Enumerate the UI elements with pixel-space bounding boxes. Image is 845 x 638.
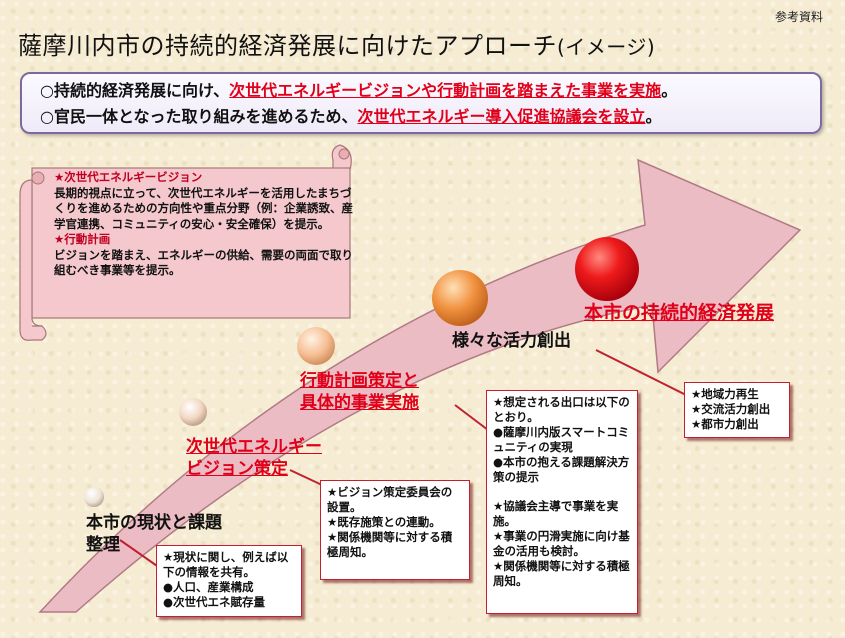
page-title-main: 薩摩川内市の持続的経済発展に向けたアプローチ [18, 32, 557, 60]
summary-box: ○持続的経済発展に向け、次世代エネルギービジョンや行動計画を踏まえた事業を実施。… [20, 72, 822, 134]
pointer-outcome [595, 349, 687, 396]
vision-note: ★ビジョン策定委員会の設置。 ★既存施策との連動。 ★関係機関等に対する積極周知… [320, 480, 470, 580]
vision-note-line-2: ★既存施策との連動。 [327, 515, 441, 529]
stage-3-line-1: 行動計画策定と [300, 371, 419, 391]
outcome-note-line-2: ★交流活力創出 [691, 402, 771, 416]
summary-line-1-highlight: 次世代エネルギービジョンや行動計画を踏まえた事業を実施 [229, 81, 662, 100]
action-note-line-4: ★協議会主導で事業を実施。 [493, 499, 619, 528]
action-note-line-3: ●本市の抱える課題解決方策の提示 [493, 455, 630, 484]
stage-4-sphere [432, 270, 488, 326]
outcome-note-line-1: ★地域力再生 [691, 387, 759, 401]
vision-note-line-1: ★ビジョン策定委員会の設置。 [327, 485, 453, 514]
vision-description: 長期的視点に立って、次世代エネルギーを活用したまちづくりを進めるための方向性や重… [54, 185, 353, 231]
outcome-note: ★地域力再生 ★交流活力創出 ★都市力創出 [684, 382, 790, 438]
stage-4-label: 様々な活力創出 [452, 330, 571, 352]
status-note: ★現状に関し、例えば以下の情報を共有。 ●人口、産業構成 ●次世代エネ賦存量 [156, 545, 302, 617]
summary-line-1: ○持続的経済発展に向け、次世代エネルギービジョンや行動計画を踏まえた事業を実施。 [40, 78, 820, 104]
outcome-note-line-3: ★都市力創出 [691, 417, 759, 431]
goal-label: 本市の持続的経済発展 [584, 298, 774, 325]
stage-4-line-1: 様々な活力創出 [452, 331, 571, 351]
pointer-status [119, 539, 161, 569]
summary-line-2-lead: ○官民一体となった取り組みを進めるため、 [40, 107, 358, 126]
stage-2-sphere [179, 398, 207, 426]
scroll-banner [19, 144, 352, 341]
stage-3-sphere [297, 327, 335, 365]
action-note-line-1: ★想定される出口は以下のとおり。 [493, 395, 630, 424]
pointer-action [454, 404, 489, 431]
status-note-line-1: ★現状に関し、例えば以下の情報を共有。 [163, 550, 289, 579]
status-note-line-3: ●次世代エネ賦存量 [163, 595, 266, 609]
action-note-line-5: ★事業の円滑実施に向け基金の活用も検討。 [493, 529, 630, 558]
stage-1-line-2: 整理 [86, 535, 120, 555]
summary-line-2-highlight: 次世代エネルギー導入促進協議会を設立 [357, 107, 646, 126]
stage-1-sphere [84, 487, 104, 507]
goal-line-1: 本市の持続的経済発展 [584, 302, 775, 324]
reference-label: 参考資料 [774, 10, 823, 24]
action-note-line-6: ★関係機関等に対する積極周知。 [493, 559, 630, 588]
stage-2-line-1: 次世代エネルギー [186, 437, 322, 457]
stage-3-label: 行動計画策定と 具体的事業実施 [300, 370, 419, 414]
page-title: 薩摩川内市の持続的経済発展に向けたアプローチ(イメージ) [18, 26, 655, 61]
scroll-text: ★次世代エネルギービジョン 長期的視点に立って、次世代エネルギーを活用したまちづ… [54, 170, 354, 279]
action-note-spacer [493, 485, 631, 499]
vision-note-line-3: ★関係機関等に対する積極周知。 [327, 530, 453, 559]
stage-1-label: 本市の現状と課題 整理 [86, 512, 222, 556]
status-note-line-2: ●人口、産業構成 [163, 580, 254, 594]
summary-line-1-end: 。 [661, 81, 678, 100]
stage-1-line-1: 本市の現状と課題 [86, 513, 222, 533]
summary-line-1-lead: ○持続的経済発展に向け、 [40, 81, 230, 100]
stage-2-line-2: ビジョン策定 [186, 459, 288, 479]
stage-3-line-2: 具体的事業実施 [300, 393, 419, 413]
page-title-suffix: (イメージ) [557, 35, 656, 59]
pointer-vision [289, 469, 323, 486]
vision-heading: ★次世代エネルギービジョン [54, 170, 203, 184]
goal-sphere [575, 237, 639, 301]
stage-2-label: 次世代エネルギー ビジョン策定 [186, 436, 322, 480]
action-note: ★想定される出口は以下のとおり。 ●薩摩川内版スマートコミュニティの実現 ●本市… [486, 390, 638, 614]
action-plan-heading: ★行動計画 [54, 232, 111, 246]
summary-line-2-end: 。 [645, 107, 662, 126]
action-note-line-2: ●薩摩川内版スマートコミュニティの実現 [493, 425, 630, 454]
summary-line-2: ○官民一体となった取り組みを進めるため、次世代エネルギー導入促進協議会を設立。 [40, 104, 820, 130]
action-plan-description: ビジョンを踏まえ、エネルギーの供給、需要の両面で取り組むべき事業等を提示。 [54, 247, 353, 278]
